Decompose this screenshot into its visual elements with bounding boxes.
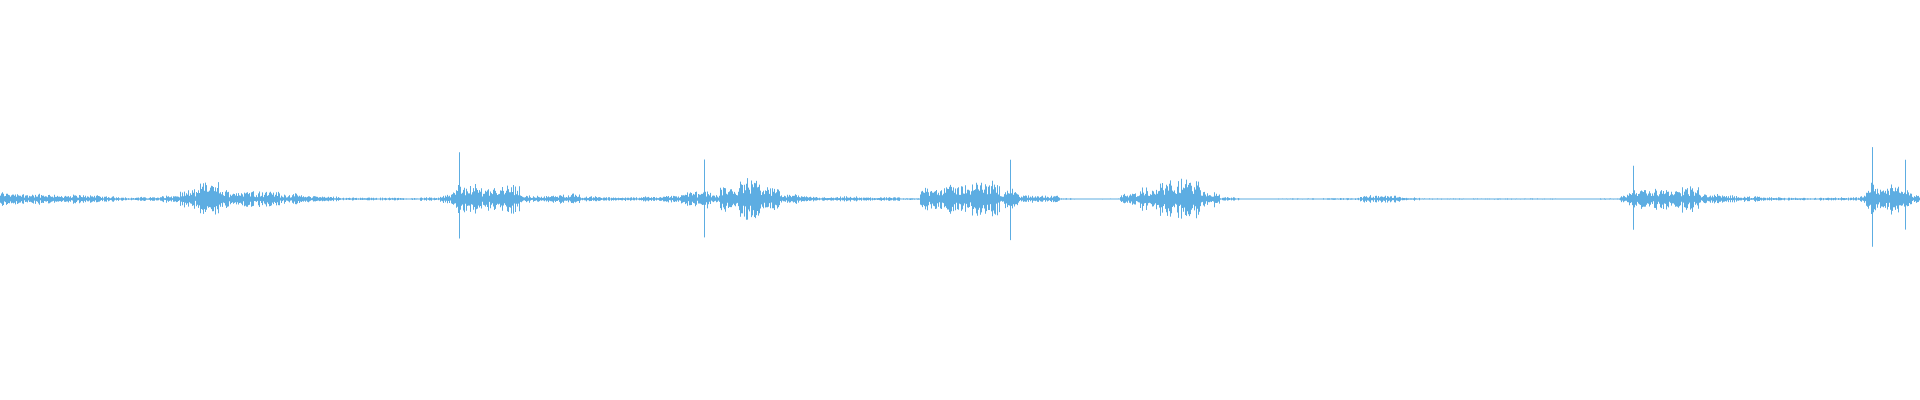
waveform-segment <box>360 197 380 201</box>
waveform-segment <box>1760 197 1780 201</box>
waveform-segment <box>1060 198 1080 200</box>
waveform-segment <box>780 194 800 204</box>
waveform-segment <box>900 198 920 200</box>
waveform-segment <box>1260 198 1280 200</box>
waveform-segment <box>560 193 580 204</box>
waveform-segment <box>980 180 1000 217</box>
waveform-segment <box>1500 198 1520 200</box>
waveform-segment <box>1020 195 1040 203</box>
waveform-segment <box>1700 194 1720 204</box>
waveform-segment <box>280 193 300 205</box>
waveform-segment <box>720 187 740 212</box>
waveform-segment <box>1280 198 1300 200</box>
waveform-segment <box>1540 198 1560 200</box>
waveform-segment <box>1160 180 1180 218</box>
waveform-segment <box>1620 165 1640 230</box>
waveform-segment <box>1740 196 1760 202</box>
waveform-segment <box>160 195 180 203</box>
waveform-segment <box>1720 195 1740 203</box>
waveform-segment <box>660 195 680 203</box>
waveform-segment <box>140 196 160 201</box>
waveform-segment <box>1340 197 1360 201</box>
waveform-segment <box>820 197 840 201</box>
waveform-segment <box>1840 197 1860 201</box>
waveform-segment <box>1000 159 1020 241</box>
waveform-segment <box>620 197 640 201</box>
waveform-segment <box>1820 197 1840 201</box>
waveform-segment <box>320 196 340 202</box>
waveform-segment <box>1040 195 1060 203</box>
waveform-segment <box>580 196 600 202</box>
waveform-segment <box>1860 147 1880 247</box>
waveform-segment <box>880 197 900 201</box>
waveform-segment <box>40 194 60 204</box>
waveform-segment <box>1080 198 1100 200</box>
waveform-segment <box>1520 198 1540 200</box>
waveform-segment <box>1460 198 1480 200</box>
waveform-segment <box>520 195 540 203</box>
waveform-segment <box>1300 198 1320 200</box>
waveform-segment <box>1220 197 1240 201</box>
waveform-segment <box>460 184 480 214</box>
waveform-segment <box>100 196 120 202</box>
waveform-segment <box>1400 197 1420 201</box>
waveform-segment <box>200 182 220 215</box>
waveform-segment <box>1420 198 1440 200</box>
waveform-segment <box>960 182 980 216</box>
waveform-segment <box>1120 193 1140 205</box>
waveform-segment <box>1640 188 1660 210</box>
waveform-segment <box>860 197 880 201</box>
waveform-segment <box>240 191 260 207</box>
waveform-segment <box>300 195 320 203</box>
waveform-segment <box>60 194 80 204</box>
waveform-segment <box>1680 186 1700 213</box>
waveform-segment <box>840 196 860 202</box>
waveform-segment <box>1180 178 1200 219</box>
waveform-segment <box>480 188 500 211</box>
waveform-segment <box>1320 198 1340 200</box>
waveform-segment <box>700 159 720 238</box>
waveform-segment <box>20 193 40 205</box>
waveform-segment <box>1580 198 1600 200</box>
waveform-segment <box>600 197 620 201</box>
waveform-segment <box>180 189 200 209</box>
waveform-segment <box>340 197 360 201</box>
waveform-segment <box>380 197 400 201</box>
waveform-segment <box>1240 198 1260 200</box>
waveform-segment <box>800 196 820 202</box>
waveform-segment <box>1200 190 1220 208</box>
waveform-segment <box>1100 198 1120 200</box>
waveform-segment <box>220 190 240 208</box>
waveform-segment <box>1800 197 1820 201</box>
waveform-segment <box>640 196 660 202</box>
waveform-segment <box>1440 198 1460 200</box>
waveform-segment <box>400 198 420 200</box>
waveform-segment <box>120 197 140 201</box>
waveform-segment <box>500 185 520 214</box>
waveform-segment <box>1140 187 1160 211</box>
waveform-segment <box>1660 190 1680 210</box>
waveform-segment <box>1880 184 1900 215</box>
waveform-segment <box>920 187 940 211</box>
waveform-segment <box>540 195 560 203</box>
waveform-segment <box>1600 198 1620 200</box>
waveform-segment <box>1380 195 1400 203</box>
waveform-segment <box>1780 197 1800 201</box>
waveform-segment <box>1900 159 1920 230</box>
waveform-segment <box>1560 198 1580 200</box>
waveform-segment <box>940 184 960 214</box>
waveform-segment <box>80 195 100 203</box>
waveform-segment <box>260 191 280 207</box>
waveform-segment <box>420 197 440 201</box>
waveform-segment <box>740 178 760 220</box>
waveform-segment <box>440 152 460 239</box>
waveform-segment <box>0 192 20 206</box>
waveform-segment <box>760 187 780 210</box>
waveform-segment <box>1480 198 1500 200</box>
waveform-segment <box>1360 195 1380 203</box>
waveform-segment <box>680 191 700 207</box>
